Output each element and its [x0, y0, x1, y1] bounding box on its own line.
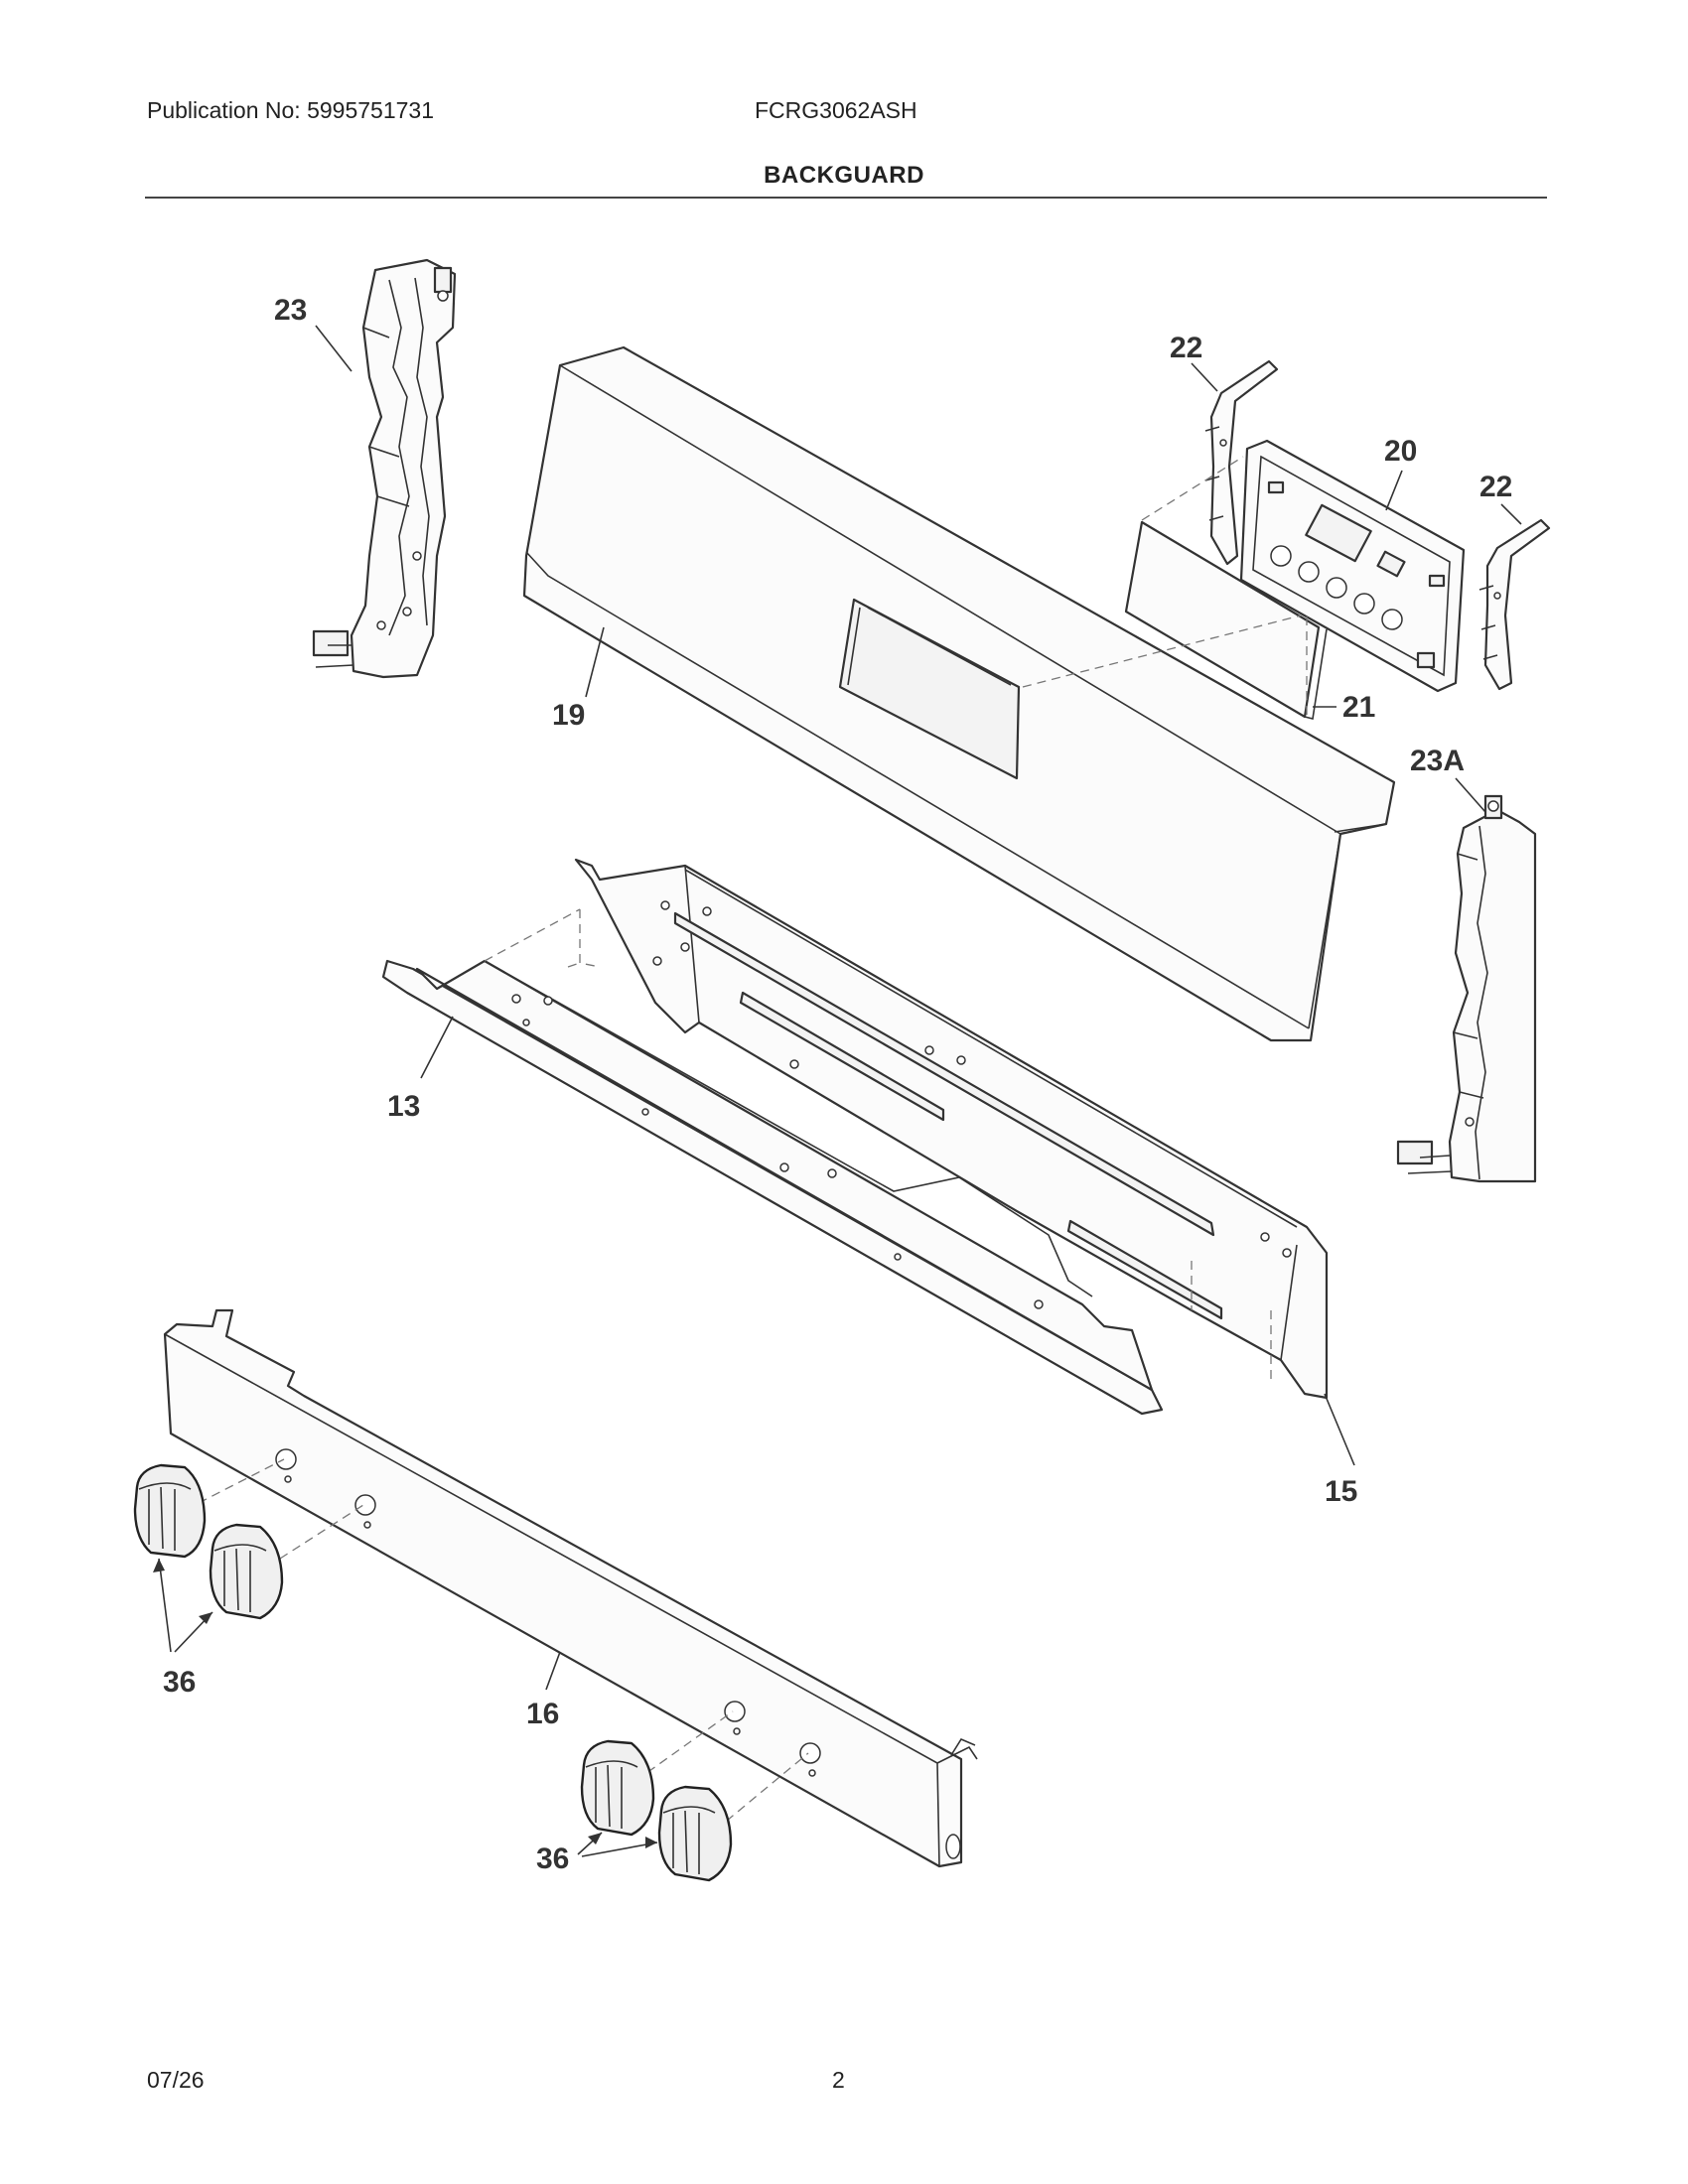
leader-19 [585, 626, 605, 698]
alignment-line-13 [484, 908, 581, 968]
part-16-manifold-panel [163, 1308, 978, 1868]
alignment-line-21 [1141, 456, 1308, 715]
callout-20: 20 [1384, 435, 1417, 468]
part-15-support-bracket [574, 858, 1329, 1400]
arrowheads-36-right [588, 1833, 657, 1848]
footer-date: 07/26 [147, 2067, 205, 2093]
footer-page-number: 2 [832, 2067, 845, 2093]
publication-number: Publication No: 5995751731 [147, 97, 435, 123]
leader-20 [1385, 470, 1403, 511]
callout-19: 19 [552, 699, 585, 732]
alignment-line-19-21 [1022, 614, 1302, 688]
part-22-clip-bracket-left [1204, 359, 1279, 566]
leader-22-left [1191, 362, 1218, 392]
callout-36-left: 36 [163, 1666, 196, 1699]
knob-1 [133, 1463, 207, 1559]
leader-22-right [1500, 503, 1522, 525]
model-number: FCRG3062ASH [755, 97, 917, 123]
part-20-control-board [1239, 439, 1466, 693]
callout-22-left: 22 [1170, 332, 1202, 364]
leader-23a [1455, 777, 1486, 813]
alignment-line-15 [579, 909, 1272, 1380]
leader-23 [315, 325, 352, 372]
callout-15: 15 [1325, 1475, 1357, 1508]
callout-36-right: 36 [536, 1843, 569, 1875]
knob-3 [580, 1739, 655, 1837]
header-divider [145, 197, 1547, 199]
part-21-overlay [1124, 520, 1328, 720]
part-13-trim-channel [381, 959, 1164, 1416]
knob-alignment-lines [198, 1458, 809, 1832]
knob-2 [209, 1523, 284, 1620]
part-23-left-end-bracket [312, 258, 457, 679]
callout-22-right: 22 [1479, 471, 1512, 503]
leader-36-left [158, 1558, 213, 1653]
callout-23: 23 [274, 294, 307, 327]
part-23a-right-end-bracket [1396, 794, 1537, 1183]
leader-16 [545, 1651, 561, 1691]
callout-16: 16 [526, 1698, 559, 1730]
knob-4 [657, 1785, 733, 1882]
leader-15 [1324, 1393, 1355, 1466]
part-19-backguard-panel [522, 345, 1396, 1042]
callout-13: 13 [387, 1090, 420, 1123]
part-22-clip-bracket-right [1478, 518, 1551, 691]
arrowheads-36-left [153, 1559, 212, 1624]
leader-13 [420, 1016, 454, 1079]
page-title: BACKGUARD [764, 162, 924, 189]
callout-21: 21 [1342, 691, 1375, 724]
callout-23a: 23A [1410, 745, 1465, 777]
